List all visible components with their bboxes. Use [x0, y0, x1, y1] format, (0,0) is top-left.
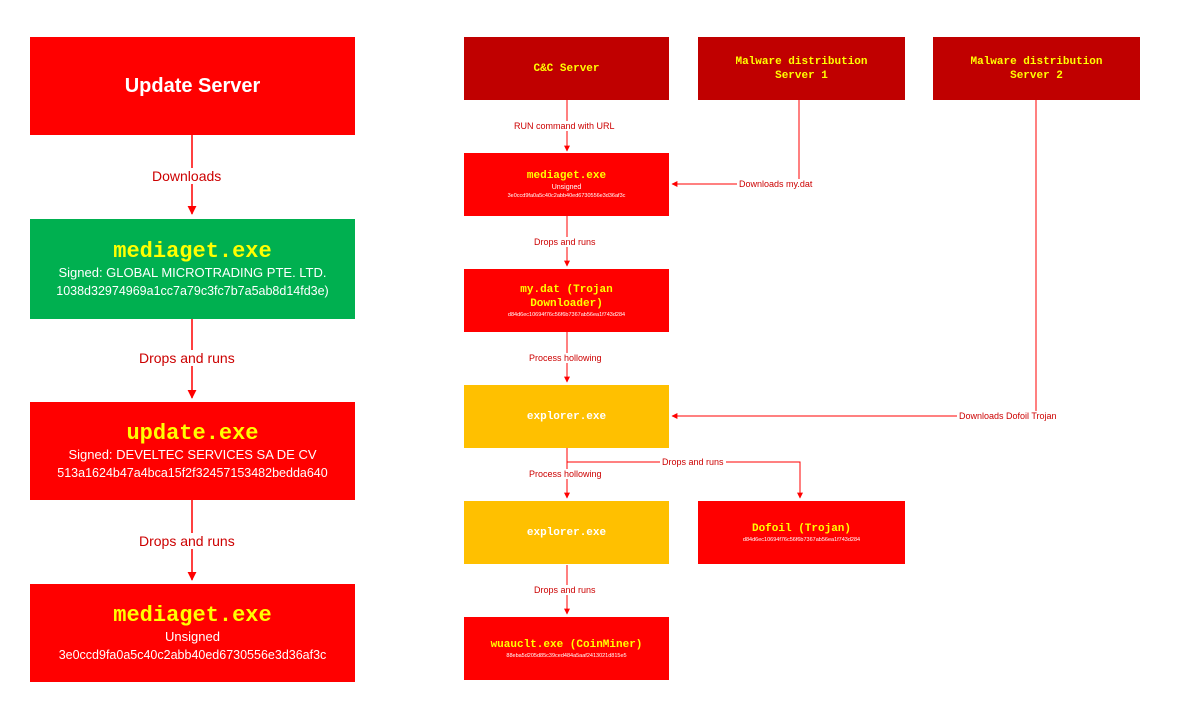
arrow-downloads-mydat: [671, 100, 800, 187]
dofoil-hash: d84d6ec10694f76c56f6b7367ab56ea1f743d284: [742, 536, 861, 543]
explorer-1-title: explorer.exe: [526, 410, 607, 423]
edge-drops-runs-r3-label: Drops and runs: [532, 585, 598, 595]
mediaget-signed-title: mediaget.exe: [113, 238, 272, 264]
mediaget-unsigned-status: Unsigned: [165, 628, 220, 644]
mediaget-signed-box: mediaget.exe Signed: GLOBAL MICROTRADING…: [30, 219, 355, 319]
mydat-box: my.dat (Trojan Downloader) d84d6ec10694f…: [464, 269, 669, 332]
mydat-title: my.dat (Trojan Downloader): [520, 283, 613, 310]
malware-server-2-box: Malware distribution Server 2: [933, 37, 1140, 100]
dofoil-title: Dofoil (Trojan): [751, 522, 852, 535]
dofoil-box: Dofoil (Trojan) d84d6ec10694f76c56f6b736…: [698, 501, 905, 564]
edge-downloads-mydat-label: Downloads my.dat: [737, 179, 815, 189]
mediaget-unsigned-box: mediaget.exe Unsigned 3e0ccd9fa0a5c40c2a…: [30, 584, 355, 682]
mediaget-right-status: Unsigned: [551, 184, 582, 191]
mediaget-unsigned-title: mediaget.exe: [113, 602, 272, 628]
wuauclt-title: wuauclt.exe (CoinMiner): [490, 638, 643, 651]
arrow-downloads-dofoil: [671, 100, 1037, 419]
mediaget-signed-signer: Signed: GLOBAL MICROTRADING PTE. LTD.: [58, 264, 327, 280]
mediaget-right-hash: 3e0ccd9fa0a5c40c2abb40ed6730556e3d36af3c: [507, 193, 626, 199]
cnc-server-title: C&C Server: [533, 62, 600, 75]
explorer-2-title: explorer.exe: [526, 526, 607, 539]
edge-drops-runs-dofoil-label: Drops and runs: [660, 457, 726, 467]
cnc-server-box: C&C Server: [464, 37, 669, 100]
edge-drops-runs-2-label: Drops and runs: [137, 533, 237, 549]
edge-downloads-dofoil-label: Downloads Dofoil Trojan: [957, 411, 1059, 421]
edge-drops-runs-r1-label: Drops and runs: [532, 237, 598, 247]
explorer-2-box: explorer.exe: [464, 501, 669, 564]
mediaget-signed-hash: 1038d32974969a1cc7a79c3fc7b7a5ab8d14fd3e…: [56, 283, 329, 298]
update-exe-box: update.exe Signed: DEVELTEC SERVICES SA …: [30, 402, 355, 500]
edge-downloads-label: Downloads: [150, 168, 224, 184]
explorer-1-box: explorer.exe: [464, 385, 669, 448]
update-exe-signer: Signed: DEVELTEC SERVICES SA DE CV: [68, 446, 317, 462]
edge-run-command-label: RUN command with URL: [512, 121, 617, 131]
mediaget-unsigned-hash: 3e0ccd9fa0a5c40c2abb40ed6730556e3d36af3c: [58, 647, 327, 662]
edge-process-hollowing-2-label: Process hollowing: [527, 469, 604, 479]
mediaget-right-title: mediaget.exe: [526, 170, 607, 182]
update-server-box: Update Server: [30, 37, 355, 135]
wuauclt-hash: 88eba5d205d85c39ced484a5aaf2413021d815e5: [506, 652, 627, 659]
edge-process-hollowing-1-label: Process hollowing: [527, 353, 604, 363]
mediaget-right-box: mediaget.exe Unsigned 3e0ccd9fa0a5c40c2a…: [464, 153, 669, 216]
malware-server-1-title: Malware distribution Server 1: [735, 55, 868, 82]
malware-server-1-box: Malware distribution Server 1: [698, 37, 905, 100]
wuauclt-box: wuauclt.exe (CoinMiner) 88eba5d205d85c39…: [464, 617, 669, 680]
update-exe-hash: 513a1624b47a4bca15f2f32457153482bedda640: [57, 465, 328, 480]
mydat-hash: d84d6ec10694f76c56f6b7367ab56ea1f743d284: [507, 311, 626, 318]
malware-server-2-title: Malware distribution Server 2: [970, 55, 1103, 82]
update-exe-title: update.exe: [126, 420, 259, 446]
edge-drops-runs-1-label: Drops and runs: [137, 350, 237, 366]
arrow-drops-runs-dofoil: [567, 461, 803, 499]
update-server-title: Update Server: [124, 74, 261, 97]
